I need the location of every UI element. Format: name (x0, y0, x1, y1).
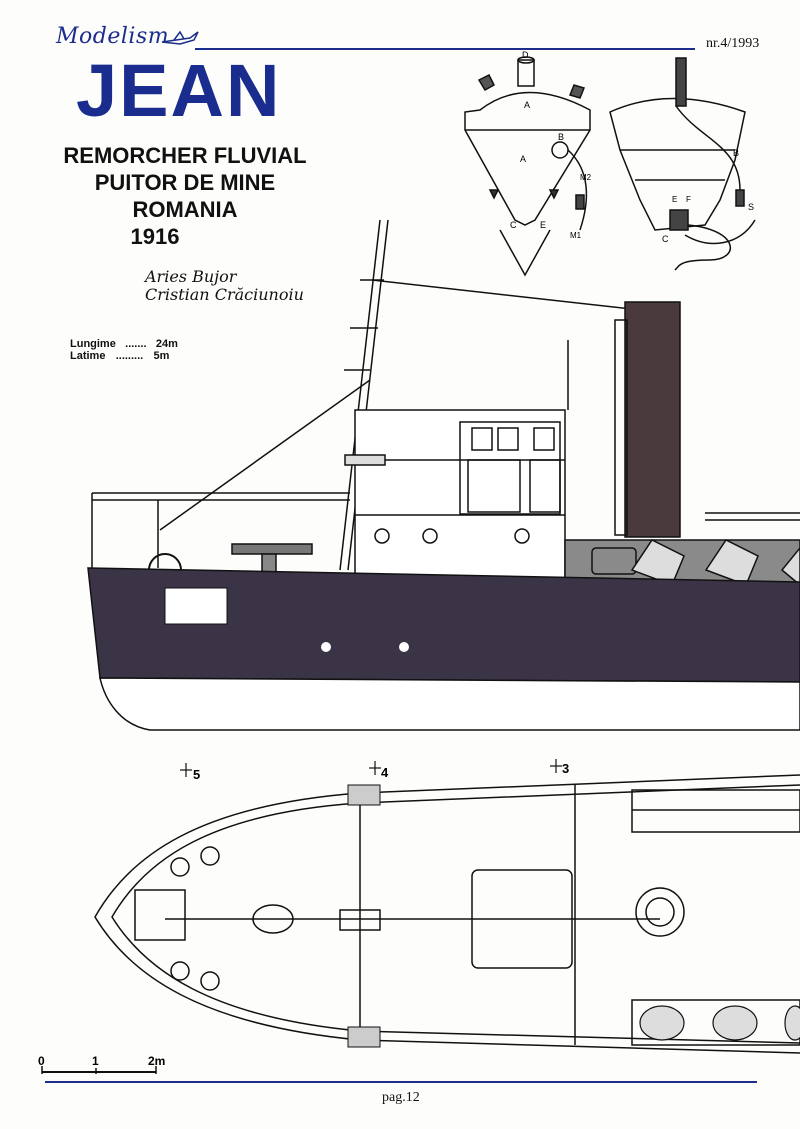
footer-rule (45, 1081, 757, 1083)
page-number: pag.12 (382, 1090, 420, 1105)
mine1-label-a2: A (520, 154, 526, 164)
subtitle-type: REMORCHER FLUVIAL (63, 143, 307, 168)
mines-on-deck (630, 539, 800, 586)
mine-2-drawing (609, 57, 756, 271)
mine1-label-m2: M2 (580, 173, 592, 182)
dim-value-length: 24m (155, 338, 178, 350)
author-1: Aries Bujor (145, 267, 237, 286)
hull-upper (87, 567, 800, 683)
mine1-label-m1: M1 (570, 231, 582, 240)
subtitle-role: PUITOR DE MINE (94, 170, 276, 195)
mine2-label-s: S (748, 202, 754, 212)
funnel (624, 301, 681, 538)
author-2: Cristian Crăciunoiu (145, 285, 304, 304)
hull-outline (94, 774, 800, 1054)
magazine-logo: Modelism (56, 24, 170, 49)
scale-label-2m: 2m (148, 1054, 165, 1068)
mine2-label-e: E (672, 195, 677, 204)
hull-lower (99, 677, 800, 731)
airplane-logo-icon (161, 30, 199, 45)
mine2-label-c: C (662, 234, 669, 244)
mine2-label-b: B (733, 148, 739, 158)
dimensions-table: Lungime.......24m Latime.........5m (70, 338, 178, 362)
side-elevation-drawing (87, 219, 800, 731)
mine1-label-c: C (510, 220, 517, 230)
frame-mark-3: 3 (562, 761, 569, 776)
frame-mark-5: 5 (193, 767, 200, 782)
dim-label-width: Latime (70, 350, 106, 362)
mine2-label-f: F (686, 195, 691, 204)
deck-gun (231, 543, 313, 577)
mine1-label-e: E (540, 220, 546, 230)
plan-view-drawing: 5 4 3 (94, 759, 800, 1054)
authors: Aries Bujor Cristian Crăciunoiu (145, 268, 304, 304)
subtitle-country: ROMANIA (132, 197, 238, 222)
ship-name: JEAN (76, 49, 282, 132)
dim-label-length: Lungime (70, 338, 116, 350)
mine1-label-d: D (522, 50, 529, 60)
frame-mark-4: 4 (381, 765, 389, 780)
mine1-label-a1: A (524, 100, 530, 110)
mine1-label-b: B (558, 132, 564, 142)
scale-label-1: 1 (92, 1054, 99, 1068)
header-rule (195, 48, 695, 50)
issue-number: nr.4/1993 (706, 36, 760, 51)
scale-label-0: 0 (38, 1054, 45, 1068)
mines-plan (639, 1005, 800, 1041)
subtitle-year: 1916 (130, 224, 180, 249)
mine-drawings: D A A B C E M2 M1 B C E F S (464, 50, 756, 277)
scale-bar: 0 1 2m (38, 1054, 165, 1074)
mine-1-drawing (464, 56, 591, 277)
dim-value-width: 5m (153, 350, 170, 362)
